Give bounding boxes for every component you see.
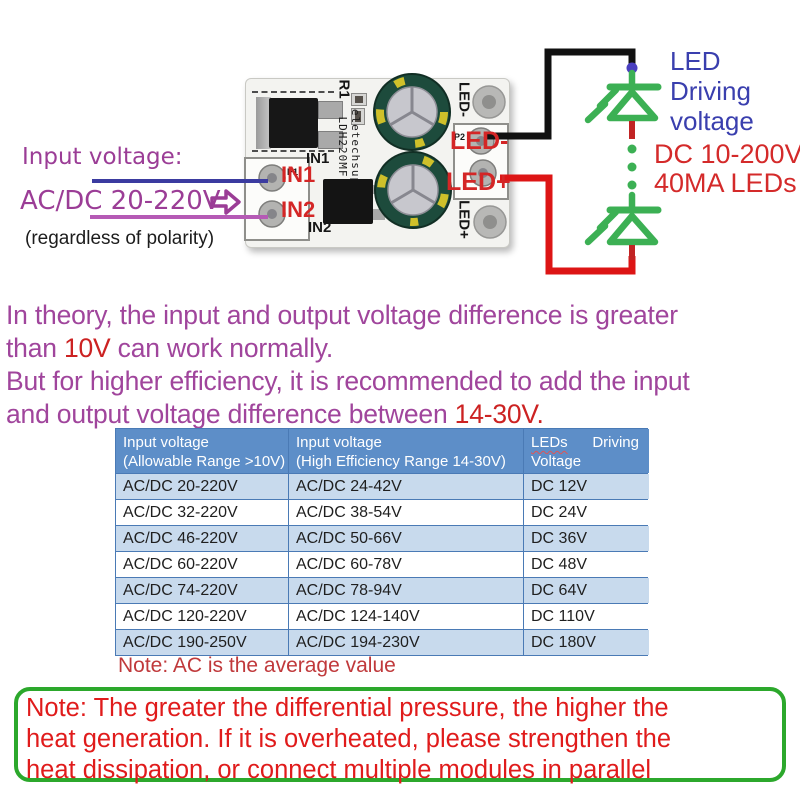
mosfet-lead [318,101,343,119]
description-line4: and output voltage difference between 14… [6,398,798,431]
silkscreen-p2: P2 [454,132,466,142]
silkscreen-p1: P1 [287,167,299,177]
header-col2-line1: Input voltage [296,434,382,451]
table-cell: AC/DC 60-78V [289,552,523,577]
table-cell: AC/DC 78-94V [289,578,523,603]
table-cell: AC/DC 60-220V [116,552,288,577]
table-cell: DC 48V [524,552,649,577]
silkscreen-led-plus: LED+ [455,200,473,239]
series-continuation-dots [627,144,637,190]
header-col2-line2: (High Efficiency Range 14-30V) [296,453,506,470]
led-symbol-top [584,69,662,124]
description-line4a: and output voltage difference between [6,399,455,429]
led-ray-icon [596,86,620,110]
led-label-line2: Driving [670,76,751,106]
warning-line3: heat dissipation, or connect multiple mo… [26,756,652,784]
wire-red-positive [500,174,636,275]
header-col1-line2: (Allowable Range >10V) [123,453,286,470]
warning-line1: Note: The greater the differential press… [26,694,669,722]
table-cell: DC 110V [524,604,649,629]
table-cell: AC/DC 50-66V [289,526,523,551]
silkscreen-r1: R1 [335,79,353,99]
mosfet-body [269,98,318,148]
description-line4-highlight: 14-30V. [454,399,544,429]
description-line1: In theory, the input and output voltage … [6,300,678,330]
brand-text: eletechsup [349,108,362,186]
annotation-led-plus: LED+ [446,168,511,196]
silkscreen-dashed-line [252,150,334,152]
table-cell: AC/DC 24-42V [289,474,523,499]
table-note: Note: AC is the average value [118,654,396,677]
smd-resistor [351,93,367,106]
description-line2: than 10V can work normally. [6,332,798,365]
table-cell: DC 24V [524,500,649,525]
smd-resistor [351,108,365,125]
led-ray-icon [584,100,609,124]
led-spec-label: DC 10-200V 40MA LEDs [654,140,800,198]
annotation-in1: IN1 [281,162,316,187]
polarity-note: (regardless of polarity) [25,228,215,249]
annotation-led-minus: LED- [450,127,509,155]
table-cell: AC/DC 38-54V [289,500,523,525]
description-paragraph: In theory, the input and output voltage … [6,299,798,431]
led-spec-range: DC 10-200V [654,139,800,169]
header-col3-leds: LEDs [531,434,568,451]
silkscreen-led-minus: LED- [455,82,473,117]
table-cell: AC/DC 20-220V [116,474,288,499]
led-label-line1: LED [670,46,721,76]
header-col3-line1: LEDs Driving [531,433,649,452]
table-cell: AC/DC 32-220V [116,500,288,525]
table-cell: AC/DC 46-220V [116,526,288,551]
mosfet-heatsink-tab [256,97,271,149]
table-cell: AC/DC 194-230V [289,630,523,655]
header-col1-line1: Input voltage [123,434,209,451]
table-cell: DC 36V [524,526,649,551]
table-header-col2: Input voltage (High Efficiency Range 14-… [289,429,523,473]
wire-junction-dot [626,62,638,74]
model-text: LDH220MF [336,116,349,178]
led-driving-voltage-label: LED Driving voltage [670,46,754,136]
silkscreen-in1: IN1 [306,150,330,167]
header-col3-line2: Voltage [531,453,582,470]
annotation-in2: IN2 [281,197,316,222]
description-line2-highlight: 10V [63,333,111,363]
header-col3-driving: Driving [592,434,639,451]
table-header-col3: LEDs Driving Voltage [524,429,649,473]
led-ray-icon [584,222,609,246]
led-symbol-bottom [584,191,662,246]
smd-diode-body [323,179,373,224]
voltage-table: Input voltage (Allowable Range >10V) Inp… [115,428,649,656]
table-cell: DC 12V [524,474,649,499]
table-cell: AC/DC 74-220V [116,578,288,603]
table-cell: DC 180V [524,630,649,655]
input-range-label: AC/DC 20-220V [20,186,221,216]
warning-note-box: Note: The greater the differential press… [14,687,786,784]
mosfet-lead [318,131,343,149]
description-line2a: than [6,333,64,363]
table-cell: AC/DC 120-220V [116,604,288,629]
table-cell: AC/DC 190-250V [116,630,288,655]
smd-diode-lead [373,209,385,220]
smd-diode-lead [373,185,385,194]
input-voltage-label: Input voltage: [22,144,183,170]
description-line2c: can work normally. [110,333,334,363]
table-cell: AC/DC 124-140V [289,604,523,629]
table-cell: DC 64V [524,578,649,603]
description-line3: But for higher efficiency, it is recomme… [6,366,690,396]
table-header-col1: Input voltage (Allowable Range >10V) [116,429,288,473]
silkscreen-dashed-line [252,91,334,93]
warning-note-text: Note: The greater the differential press… [26,693,671,786]
warning-line2: heat generation. If it is overheated, pl… [26,725,672,753]
led-spec-current: 40MA LEDs [654,168,797,198]
led-label-line3: voltage [670,106,754,136]
silkscreen-brand-model: eletechsup LDH220MF [336,104,362,190]
led-ray-icon [596,208,620,232]
